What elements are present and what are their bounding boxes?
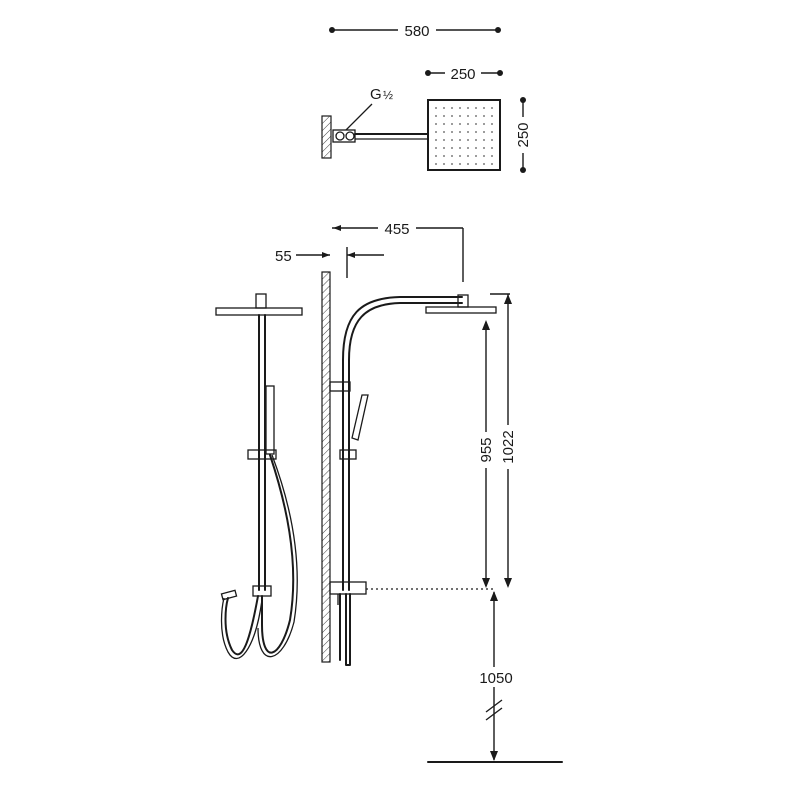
dim-wall-offset: 55 xyxy=(275,247,384,278)
plan-wall xyxy=(321,115,332,159)
dim-total-height: 1022 xyxy=(490,293,517,588)
dim-label-55: 55 xyxy=(275,248,292,265)
front-hose xyxy=(224,454,295,656)
front-hand-shower xyxy=(265,385,275,455)
dim-head-depth: 250 xyxy=(512,97,534,173)
dim-label-580: 580 xyxy=(404,23,429,40)
plan-wall-connectors xyxy=(332,129,356,143)
front-shower-head xyxy=(215,307,303,316)
dim-label-455: 455 xyxy=(384,221,409,238)
front-view xyxy=(215,293,303,659)
side-shower-head xyxy=(425,306,497,314)
thread-callout: G ½ xyxy=(345,86,393,131)
side-curved-arm xyxy=(342,296,463,361)
dim-label-1022: 1022 xyxy=(500,430,517,463)
side-wall-bracket-top xyxy=(329,381,351,392)
side-wall xyxy=(321,271,331,663)
plan-view: 580 250 250 G ½ xyxy=(321,20,534,173)
side-slider xyxy=(339,449,357,460)
dim-head-width: 250 xyxy=(425,63,503,83)
dim-label-955: 955 xyxy=(478,437,495,462)
side-supply-pipes xyxy=(339,593,351,666)
thread-fraction: ½ xyxy=(383,88,393,102)
dim-label-250-horizontal: 250 xyxy=(450,66,475,83)
plan-shower-head xyxy=(427,99,501,171)
dim-label-250-vertical: 250 xyxy=(515,122,532,147)
dim-arm-reach: 455 xyxy=(332,218,464,282)
side-view: 455 55 955 1022 xyxy=(275,218,563,763)
front-outlet xyxy=(252,585,272,597)
thread-label: G xyxy=(370,86,382,103)
dim-total-width: 580 xyxy=(329,20,501,40)
side-hand-shower xyxy=(351,394,369,441)
dim-head-height: 955 xyxy=(477,320,495,588)
side-mixer-body xyxy=(329,581,367,595)
front-slider xyxy=(247,449,277,460)
dim-mount-height: 1050 xyxy=(427,591,563,763)
dim-label-1050: 1050 xyxy=(479,670,512,687)
